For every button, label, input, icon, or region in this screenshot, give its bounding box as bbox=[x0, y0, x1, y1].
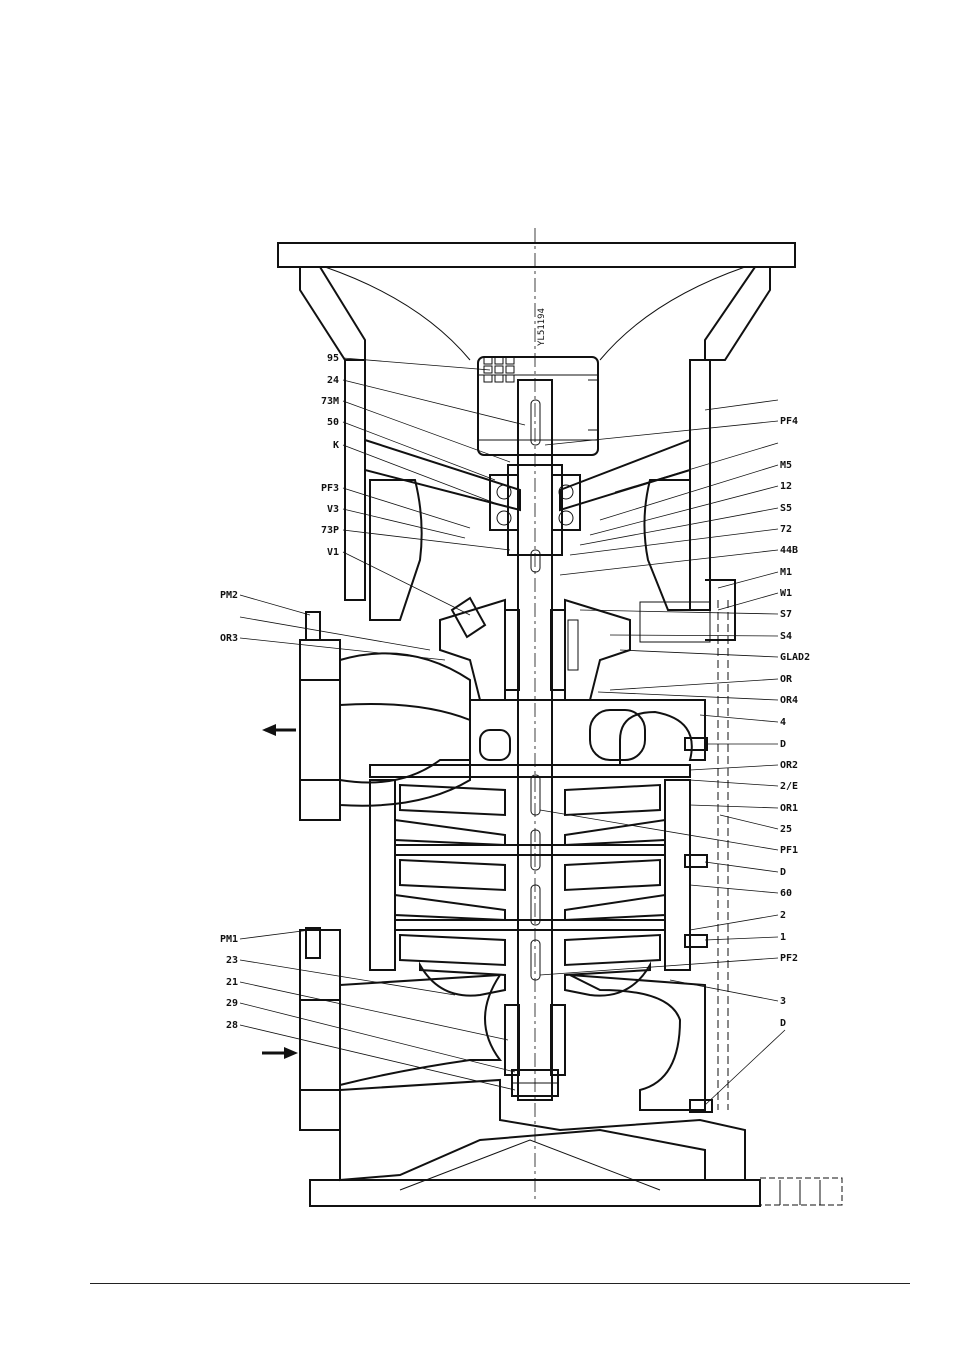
label-PM2: PM2 bbox=[220, 590, 238, 601]
label-12: 12 bbox=[780, 481, 792, 492]
label-4: 4 bbox=[780, 717, 786, 728]
label-PF4: PF4 bbox=[780, 416, 798, 427]
label-21: 21 bbox=[226, 977, 238, 988]
label-M1: M1 bbox=[780, 567, 792, 578]
label-PF1: PF1 bbox=[780, 845, 798, 856]
label-OR1: OR1 bbox=[780, 803, 798, 814]
label-50: 50 bbox=[327, 417, 339, 428]
label-PM1: PM1 bbox=[220, 934, 238, 945]
label-73P: 73P bbox=[321, 525, 339, 536]
label-OR2: OR2 bbox=[780, 760, 798, 771]
label-95: 95 bbox=[327, 353, 339, 364]
label-M5: M5 bbox=[780, 460, 792, 471]
label-1: 1 bbox=[780, 932, 786, 943]
label-GLAND2: GLAD2 bbox=[780, 652, 810, 663]
label-V1: V1 bbox=[327, 547, 339, 558]
label-29: 29 bbox=[226, 998, 238, 1009]
label-S4: S4 bbox=[780, 631, 792, 642]
label-D-lower: D bbox=[780, 1018, 786, 1029]
label-D-middle: D bbox=[780, 867, 786, 878]
label-OR: OR bbox=[780, 674, 793, 685]
label-73M: 73M bbox=[321, 396, 339, 407]
label-PF2: PF2 bbox=[780, 953, 798, 964]
label-60: 60 bbox=[780, 888, 792, 899]
reference-code: YL51194 bbox=[537, 308, 547, 346]
left-callouts: 95 24 73M 50 K PF3 V3 73P V1 PM2 OR3 PM1… bbox=[220, 353, 525, 1090]
label-3: 3 bbox=[780, 996, 786, 1007]
coupling bbox=[478, 357, 598, 455]
label-72: 72 bbox=[780, 524, 792, 535]
footer-rule bbox=[90, 1283, 910, 1284]
label-24: 24 bbox=[327, 375, 339, 386]
label-V3: V3 bbox=[327, 504, 339, 515]
label-23: 23 bbox=[226, 955, 238, 966]
label-K: K bbox=[333, 440, 339, 451]
label-25: 25 bbox=[780, 824, 792, 835]
label-D-upper: D bbox=[780, 739, 786, 750]
label-2E: 2/E bbox=[780, 781, 798, 792]
label-OR3: OR3 bbox=[220, 633, 238, 644]
label-S7: S7 bbox=[780, 609, 792, 620]
label-OR4: OR4 bbox=[780, 695, 798, 706]
stage-stack bbox=[370, 600, 728, 1112]
label-28: 28 bbox=[226, 1020, 238, 1031]
motor-stool bbox=[278, 243, 795, 620]
label-44B: 44B bbox=[780, 545, 798, 556]
suction-arrow-icon bbox=[262, 1047, 298, 1059]
label-2: 2 bbox=[780, 910, 786, 921]
discharge-arrow-icon bbox=[262, 724, 296, 736]
label-S5: S5 bbox=[780, 503, 792, 514]
label-W1: W1 bbox=[780, 588, 792, 599]
label-PF3: PF3 bbox=[321, 483, 339, 494]
